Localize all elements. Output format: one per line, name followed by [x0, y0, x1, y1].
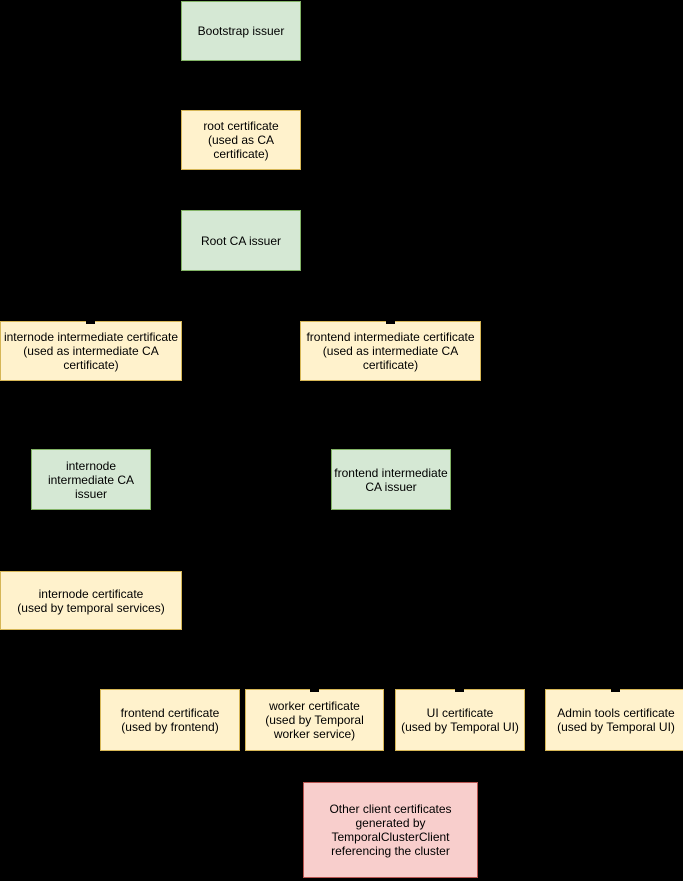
node-internode-certificate: internode certificate (used by temporal … — [0, 571, 182, 630]
node-admin-tools-certificate: Admin tools certificate (used by Tempora… — [545, 689, 683, 751]
arrowhead-notch-icon — [611, 689, 620, 692]
node-label: internode intermediate certificate (used… — [3, 330, 179, 372]
node-worker-certificate: worker certificate (used by Temporal wor… — [245, 689, 384, 751]
node-frontend-intermediate-ca-issuer: frontend intermediate CA issuer — [331, 449, 451, 510]
node-label: worker certificate (used by Temporal wor… — [265, 699, 364, 741]
node-label: Admin tools certificate (used by Tempora… — [557, 706, 675, 734]
arrowhead-notch-icon — [455, 689, 464, 692]
node-internode-intermediate-certificate: internode intermediate certificate (used… — [0, 321, 182, 381]
node-label: frontend certificate (used by frontend) — [120, 706, 220, 734]
node-internode-intermediate-ca-issuer: internode intermediate CA issuer — [31, 449, 151, 510]
node-ui-certificate: UI certificate (used by Temporal UI) — [395, 689, 525, 751]
node-bootstrap-issuer: Bootstrap issuer — [181, 1, 301, 61]
node-root-ca-issuer: Root CA issuer — [181, 210, 301, 271]
arrowhead-notch-icon — [309, 689, 319, 692]
node-label: internode certificate (used by temporal … — [17, 586, 165, 615]
node-label: root certificate (used as CA certificate… — [203, 119, 279, 161]
arrowhead-notch-icon — [86, 321, 95, 324]
node-frontend-intermediate-certificate: frontend intermediate certificate (used … — [300, 321, 481, 381]
node-label: Bootstrap issuer — [197, 24, 285, 38]
node-label: Root CA issuer — [200, 233, 282, 248]
node-label: frontend intermediate certificate (used … — [306, 330, 475, 372]
node-label: frontend intermediate CA issuer — [334, 465, 448, 494]
node-label: Other client certificates generated by T… — [329, 802, 452, 858]
node-other-client-certificates: Other client certificates generated by T… — [303, 782, 478, 878]
node-label: internode intermediate CA issuer — [47, 458, 135, 501]
node-root-certificate: root certificate (used as CA certificate… — [181, 110, 301, 170]
arrowhead-notch-icon — [385, 321, 395, 324]
node-label: UI certificate (used by Temporal UI) — [401, 706, 519, 734]
node-frontend-certificate: frontend certificate (used by frontend) — [100, 689, 240, 751]
